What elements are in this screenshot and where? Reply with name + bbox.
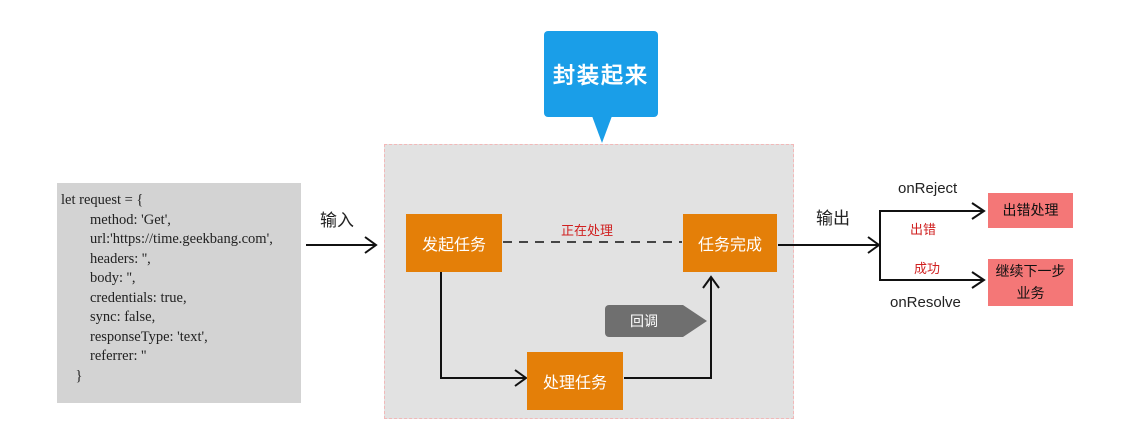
code-line: referrer: '' bbox=[61, 348, 147, 364]
error-condition-label: 出错 bbox=[910, 223, 937, 238]
error-handling-box: 出错处理 bbox=[988, 193, 1073, 228]
code-line: } bbox=[61, 367, 83, 384]
callback-pointer bbox=[683, 305, 707, 337]
complete-task-box: 任务完成 bbox=[683, 214, 777, 272]
callback-label: 回调 bbox=[605, 305, 683, 337]
code-line: responseType: 'text', bbox=[61, 328, 208, 345]
request-code-block: let request = { method: 'Get', url:'http… bbox=[57, 183, 301, 403]
processing-label: 正在处理 bbox=[561, 224, 614, 239]
input-label: 输入 bbox=[320, 211, 354, 231]
process-to-complete-arrow bbox=[624, 275, 720, 379]
encapsulate-callout: 封装起来 bbox=[544, 31, 658, 117]
success-condition-label: 成功 bbox=[914, 262, 941, 277]
continue-line-1: 继续下一步 bbox=[995, 263, 1066, 280]
continue-business-box: 继续下一步 业务 bbox=[988, 259, 1073, 306]
on-reject-label: onReject bbox=[898, 180, 958, 197]
code-line: let request = { bbox=[61, 192, 144, 208]
code-line: body: '', bbox=[61, 270, 136, 286]
code-line: url:'https://time.geekbang.com', bbox=[61, 231, 273, 247]
on-resolve-label: onResolve bbox=[890, 294, 961, 311]
code-line: credentials: true, bbox=[61, 289, 187, 306]
code-line: sync: false, bbox=[61, 309, 156, 325]
output-arrow bbox=[778, 236, 881, 254]
process-task-box: 处理任务 bbox=[527, 352, 623, 410]
code-line: method: 'Get', bbox=[61, 211, 171, 228]
continue-line-2: 业务 bbox=[1016, 285, 1045, 302]
start-task-box: 发起任务 bbox=[406, 214, 502, 272]
output-label: 输出 bbox=[816, 209, 850, 229]
branch-arrows bbox=[879, 202, 986, 289]
code-line: headers: '', bbox=[61, 250, 151, 267]
callout-pointer bbox=[592, 116, 612, 143]
start-to-process-arrow bbox=[440, 272, 528, 387]
input-arrow bbox=[306, 236, 378, 254]
